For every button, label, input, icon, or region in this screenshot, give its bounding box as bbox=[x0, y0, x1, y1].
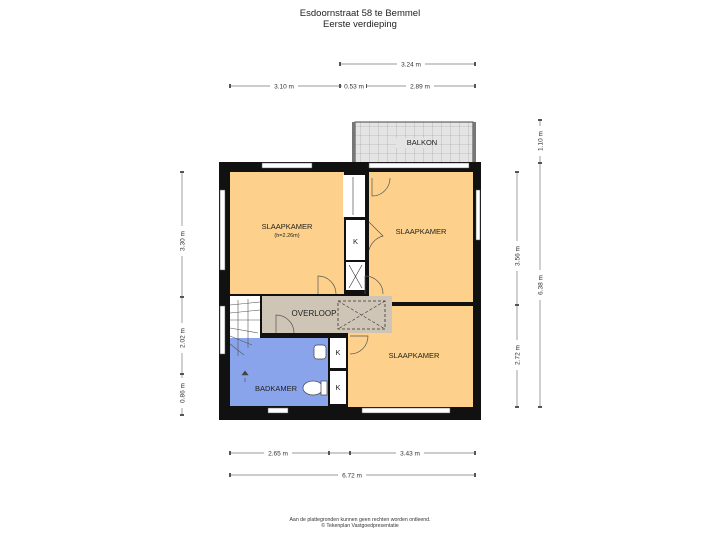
room-slaapkamer-2 bbox=[369, 172, 473, 302]
dim-right-upper: 3.56 m bbox=[515, 246, 522, 266]
label-overloop: OVERLOOP bbox=[292, 309, 337, 318]
dim-bottom-right: 3.43 m bbox=[400, 451, 420, 458]
bathroom-fixtures bbox=[241, 344, 328, 396]
closet-k1 bbox=[346, 220, 365, 260]
plan-subtitle: Eerste verdieping bbox=[323, 19, 397, 30]
label-kast-2: K bbox=[335, 348, 340, 357]
dim-top-mid: 0.53 m bbox=[344, 84, 364, 91]
footer-disclaimer: Aan de plattegronden kunnen geen rechten… bbox=[289, 517, 431, 523]
plan-title: Esdoornstraat 58 te Bemmel bbox=[299, 8, 421, 19]
doors bbox=[275, 177, 391, 355]
closet-top bbox=[343, 175, 365, 217]
dim-left-mid: 2.02 m bbox=[180, 328, 187, 348]
room-slaapkamer-1 bbox=[230, 172, 344, 294]
dim-top-left: 3.10 m bbox=[274, 84, 294, 91]
label-kast-3: K bbox=[335, 383, 340, 392]
footer-copyright: © Tekenplan Vastgoedpresentatie bbox=[321, 523, 399, 529]
dim-bottom-total: 6.72 m bbox=[342, 473, 362, 480]
dim-bottom-left: 2.65 m bbox=[268, 451, 288, 458]
dim-right-balkon: 1.10 m bbox=[538, 131, 545, 151]
label-kast-1: K bbox=[353, 237, 358, 246]
label-slaapkamer-1: SLAAPKAMER bbox=[262, 222, 313, 231]
dim-right-total: 6.38 m bbox=[538, 275, 545, 295]
dim-right-lower: 2.72 m bbox=[515, 345, 522, 365]
label-slaapkamer-2: SLAAPKAMER bbox=[396, 227, 447, 236]
stair-treads bbox=[229, 299, 261, 356]
dim-left-bottom: 0.86 m bbox=[180, 383, 187, 403]
closet-k3 bbox=[330, 371, 346, 404]
label-slaapkamer-1-height: (h=2.26m) bbox=[274, 233, 299, 239]
room-overloop bbox=[262, 296, 392, 333]
dimension-ticks bbox=[180, 62, 542, 477]
label-balkon: BALKON bbox=[407, 138, 437, 147]
label-badkamer: BADKAMER bbox=[255, 384, 298, 393]
label-slaapkamer-3: SLAAPKAMER bbox=[389, 351, 440, 360]
shower-icon bbox=[241, 370, 249, 382]
closet-k2 bbox=[330, 338, 346, 368]
windows bbox=[219, 162, 481, 414]
dim-top-total: 3.24 m bbox=[401, 62, 421, 69]
toilet-icon bbox=[302, 380, 324, 396]
sink-icon bbox=[313, 344, 327, 360]
dim-left-top: 3.30 m bbox=[180, 231, 187, 251]
dim-top-right: 2.89 m bbox=[410, 84, 430, 91]
attic-hatch bbox=[337, 300, 386, 330]
